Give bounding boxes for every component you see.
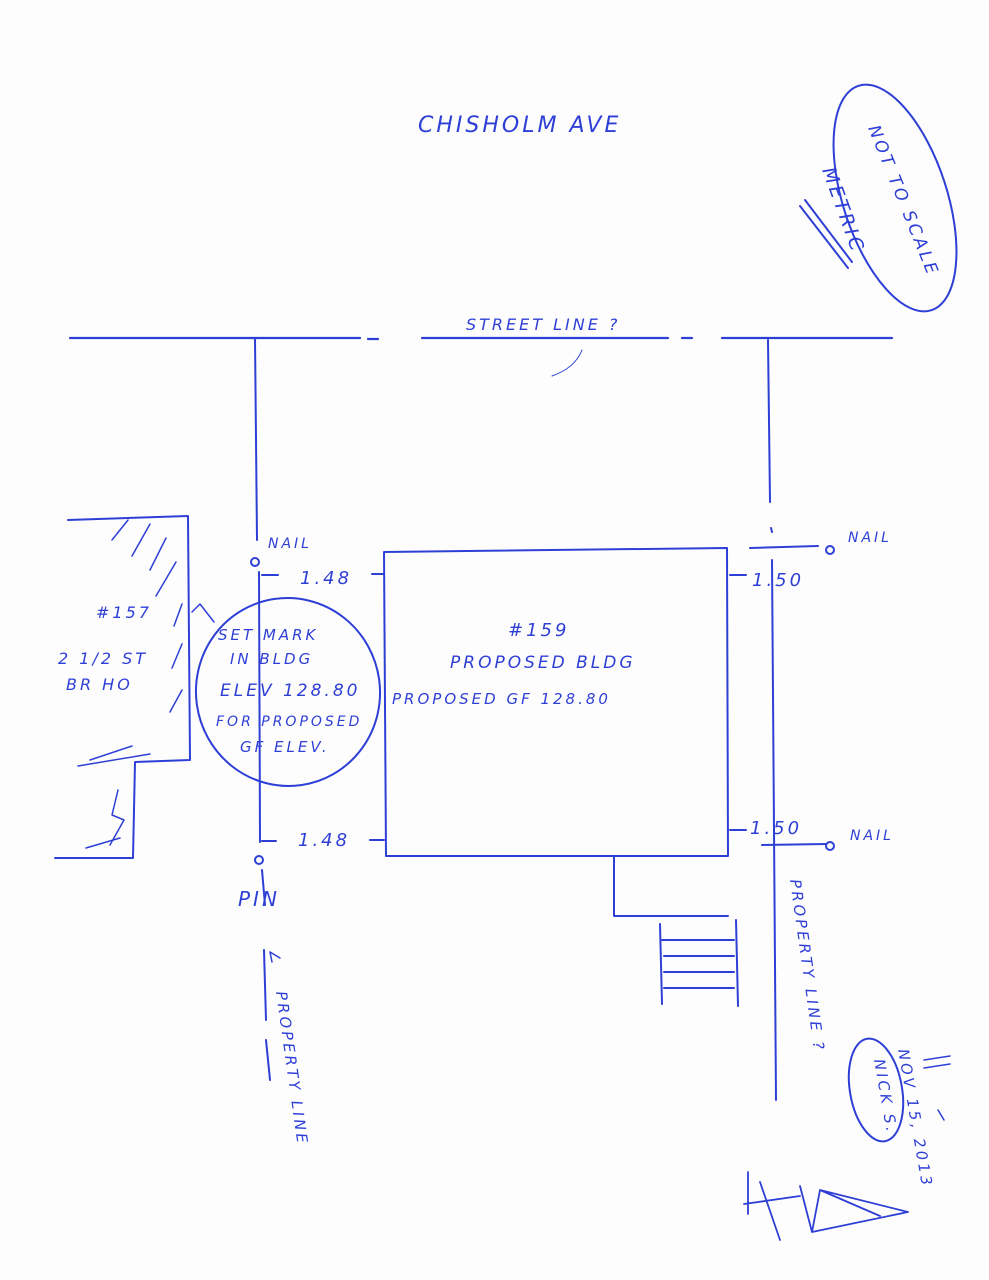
- benchmark-line-5: GF ELEV.: [240, 738, 330, 756]
- dim-right-bottom: 1.50: [750, 818, 802, 839]
- neighbor-porch-hatching: [77, 745, 151, 849]
- dim-left-bottom: 1.48: [298, 830, 350, 851]
- street-line-mark: [551, 349, 583, 377]
- scale-note-ellipse: [832, 83, 958, 313]
- dim-left-top: 1.48: [300, 568, 352, 589]
- property-line-left-label: PROPERTY LINE: [272, 990, 312, 1147]
- proposed-building-number: #159: [508, 620, 569, 641]
- benchmark-circle: [194, 597, 382, 787]
- proposed-building-gf: PROPOSED GF 128.80: [392, 690, 611, 708]
- nail-right-bottom-marker: [825, 841, 835, 851]
- nail-right-top-label: NAIL: [848, 530, 892, 546]
- benchmark-line-1: SET MARK: [218, 626, 318, 644]
- signature-strikeout: [923, 1055, 951, 1121]
- signature-name: NICK S.: [870, 1058, 901, 1136]
- property-line-left-arrow: [269, 951, 281, 963]
- property-line-left: [254, 337, 271, 1081]
- neighbor-pointer: [191, 603, 215, 623]
- neighbor-wall-hatching: [111, 519, 183, 713]
- neighbor-desc-2: BR HO: [66, 675, 133, 694]
- property-line-right-label: PROPERTY LINE ?: [786, 878, 828, 1053]
- rear-porch-stairs: [613, 855, 739, 1007]
- pin-marker: [254, 855, 264, 865]
- benchmark-line-4: FOR PROPOSED: [216, 714, 362, 730]
- street-name: CHISHOLM AVE: [418, 113, 621, 138]
- signature-ellipse: [847, 1037, 905, 1143]
- pin-label: PIN: [238, 887, 280, 911]
- benchmark-line-2: IN BLDG: [230, 650, 313, 668]
- street-line: [68, 336, 894, 341]
- nail-left-label: NAIL: [268, 536, 312, 552]
- street-line-label: STREET LINE ?: [466, 315, 620, 334]
- neighbor-number: #157: [96, 603, 152, 622]
- proposed-building-outline: [383, 547, 729, 857]
- right-nail-tie-bottom: [761, 843, 827, 846]
- neighbor-house-outline: [54, 515, 191, 859]
- neighbor-desc-1: 2 1/2 ST: [58, 649, 148, 668]
- benchmark-line-3: ELEV 128.80: [220, 681, 360, 701]
- property-line-right: [749, 339, 819, 1101]
- proposed-building-label: PROPOSED BLDG: [450, 653, 636, 673]
- metric-note: METRIC: [817, 164, 868, 256]
- nail-right-bottom-label: NAIL: [850, 828, 894, 844]
- signature-scribble: [743, 1171, 909, 1241]
- dim-right-top: 1.50: [752, 570, 804, 591]
- signature-date: NOV 15, 2013: [894, 1048, 936, 1190]
- nail-left-marker: [250, 557, 260, 567]
- dimension-ticks: [261, 573, 747, 842]
- nail-right-top-marker: [825, 545, 835, 555]
- metric-underline: [799, 199, 853, 269]
